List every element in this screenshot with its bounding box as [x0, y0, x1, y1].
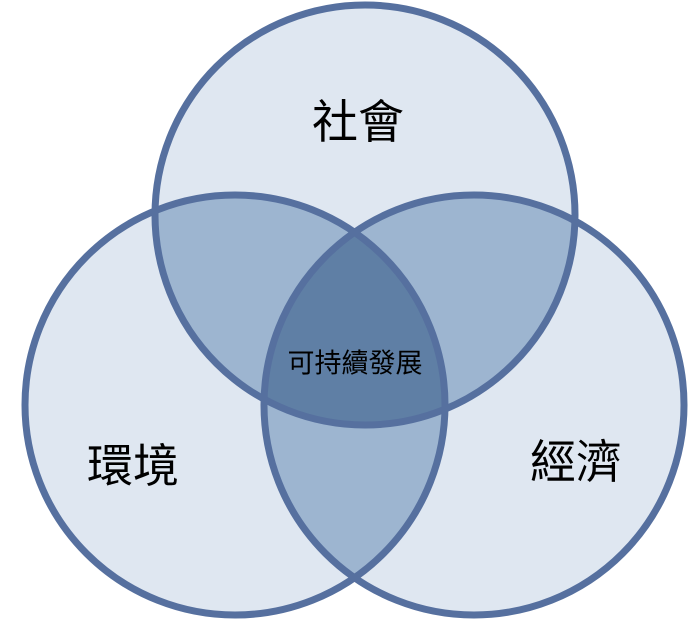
label-sustainable-development: 可持續發展	[288, 349, 423, 380]
circle-environment-outline	[21, 191, 449, 619]
overlap-all	[264, 195, 445, 425]
label-environment: 環境	[87, 439, 179, 493]
circle-society-outline	[151, 1, 579, 429]
circle-economy-outline	[260, 191, 688, 619]
label-economy: 經濟	[530, 435, 622, 489]
label-society: 社會	[312, 95, 404, 149]
